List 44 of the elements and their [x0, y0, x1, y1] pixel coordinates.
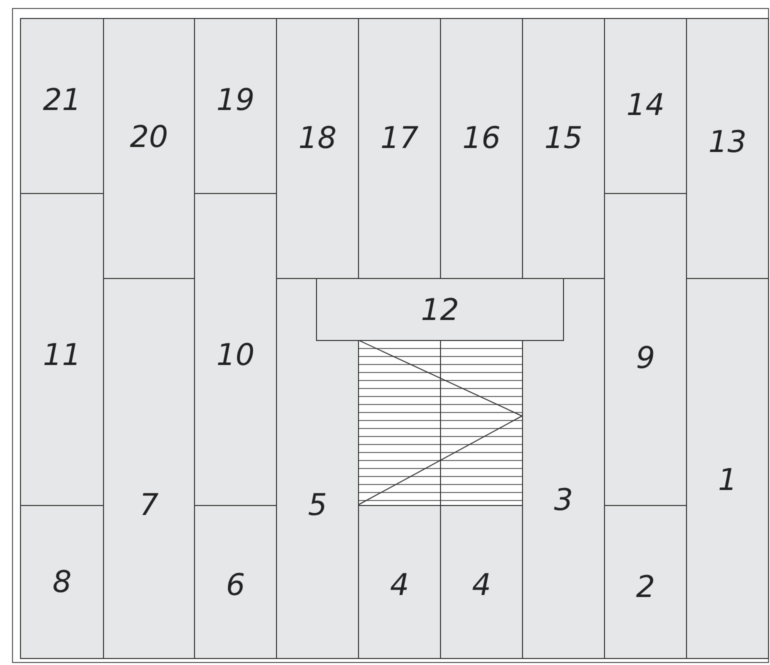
room-number: 14 [625, 91, 666, 121]
room-number: 16 [461, 124, 502, 154]
room-number: 20 [128, 123, 170, 153]
room-number: 4 [388, 571, 410, 601]
room-number: 12 [420, 296, 460, 326]
room-box [440, 18, 523, 279]
room-box [604, 505, 687, 659]
room-number: 17 [379, 124, 420, 154]
room-number: 18 [297, 124, 338, 154]
room-box [358, 18, 441, 279]
room-number: 11 [42, 341, 82, 371]
room-box [316, 278, 564, 341]
room-box [604, 18, 687, 194]
room-number: 15 [543, 124, 584, 154]
room-number: 1 [716, 466, 738, 496]
room-box [604, 193, 687, 506]
room-box [522, 278, 605, 659]
room-number: 10 [215, 341, 256, 371]
room-number: 6 [224, 571, 246, 601]
room-box [103, 18, 195, 279]
room-number: 4 [470, 571, 492, 601]
room-box [194, 18, 277, 194]
room-box [522, 18, 605, 279]
room-number: 19 [215, 86, 256, 116]
room-number: 3 [552, 486, 574, 516]
room-box [20, 193, 104, 506]
room-box [276, 278, 359, 659]
room-box [20, 505, 104, 659]
room-number: 9 [634, 344, 656, 374]
room-number: 2 [634, 573, 656, 603]
room-box [20, 18, 104, 194]
room-number: 21 [42, 86, 82, 116]
room-number: 7 [138, 491, 160, 521]
room-number: 13 [707, 128, 748, 158]
room-box [686, 18, 769, 279]
room-number: 5 [306, 491, 328, 521]
room-box [358, 505, 441, 659]
room-number: 8 [51, 568, 73, 598]
room-box [686, 278, 769, 659]
room-box [276, 18, 359, 279]
room-box [440, 505, 523, 659]
room-box [194, 505, 277, 659]
room-box [103, 278, 195, 659]
room-box [194, 193, 277, 506]
